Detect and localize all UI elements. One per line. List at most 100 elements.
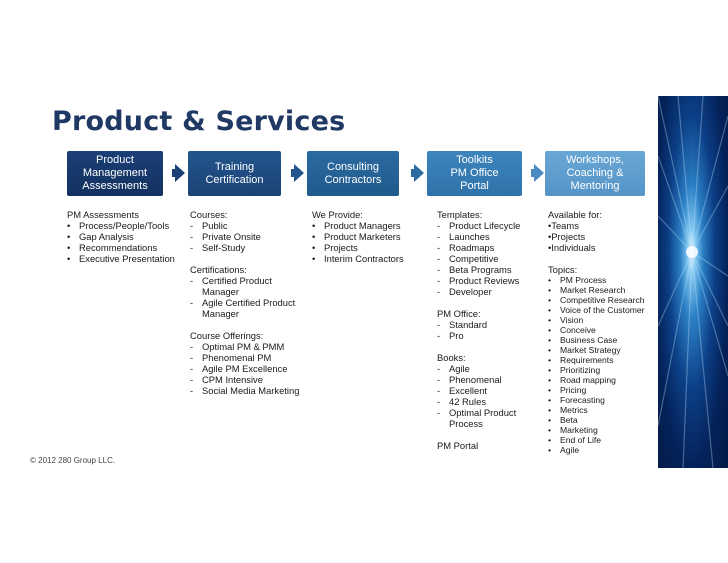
light-burst-decoration bbox=[658, 96, 728, 468]
list-item: •Business Case bbox=[548, 335, 658, 345]
list-item-text: Beta bbox=[560, 415, 578, 425]
list-item-text: Agile bbox=[449, 363, 470, 374]
list-item-text: Interim Contractors bbox=[324, 253, 404, 264]
bullet-icon: • bbox=[548, 375, 551, 385]
dash-marker: - bbox=[190, 352, 193, 363]
list-item: -Product Lifecycle bbox=[437, 220, 542, 231]
list-item: •Vision bbox=[548, 315, 658, 325]
list-item: -Roadmaps bbox=[437, 242, 542, 253]
list-item: -Excellent bbox=[437, 385, 542, 396]
list-item-text: Market Strategy bbox=[560, 345, 621, 355]
bullet-icon: • bbox=[548, 325, 551, 335]
dash-marker: - bbox=[190, 231, 193, 242]
bullet-icon: • bbox=[548, 275, 551, 285]
list-item: -Pro bbox=[437, 330, 542, 341]
bullet-icon: • bbox=[548, 345, 551, 355]
dash-marker: - bbox=[437, 231, 440, 242]
list-item-text: Process/People/Tools bbox=[79, 220, 169, 231]
bullet-icon: • bbox=[312, 253, 315, 264]
list-item-text: Agile PM Excellence bbox=[202, 363, 287, 374]
list-item-text: Road mapping bbox=[560, 375, 616, 385]
list-item-text: •Individuals bbox=[548, 242, 596, 253]
list-item-text: Roadmaps bbox=[449, 242, 494, 253]
list-item-text: •Teams bbox=[548, 220, 579, 231]
arrow-right-icon bbox=[414, 164, 424, 182]
list-item-text: Pro bbox=[449, 330, 464, 341]
list-item-text: Self-Study bbox=[202, 242, 245, 253]
list-item: •Projects bbox=[312, 242, 424, 253]
list-item: •Pricing bbox=[548, 385, 658, 395]
list-item-text: CPM Intensive bbox=[202, 374, 263, 385]
list-item: •Product Managers bbox=[312, 220, 424, 231]
column-heading: Courses: bbox=[190, 209, 308, 220]
list-item: -Launches bbox=[437, 231, 542, 242]
dash-marker: - bbox=[190, 297, 193, 308]
bullet-icon: • bbox=[548, 355, 551, 365]
list-item: -Agile PM Excellence bbox=[190, 363, 308, 374]
list-item: •Executive Presentation bbox=[67, 253, 179, 264]
section-heading: Topics: bbox=[548, 264, 658, 275]
list-item-text: Prioritizing bbox=[560, 365, 600, 375]
list-item: •Prioritizing bbox=[548, 365, 658, 375]
list-item-text: End of Life bbox=[560, 435, 601, 445]
dash-marker: - bbox=[190, 374, 193, 385]
list-item: • Voice of the Customer bbox=[548, 305, 658, 315]
list-item: •Competitive Research bbox=[548, 295, 658, 305]
list-item: -Developer bbox=[437, 286, 542, 297]
bullet-icon: • bbox=[548, 335, 551, 345]
box-workshops: Workshops, Coaching & Mentoring bbox=[545, 151, 645, 196]
list-item-text: Product Lifecycle bbox=[449, 220, 520, 231]
dash-marker: - bbox=[437, 407, 440, 418]
dash-marker: - bbox=[190, 363, 193, 374]
bullet-icon: • bbox=[67, 220, 70, 231]
dash-marker: - bbox=[190, 242, 193, 253]
bullet-icon: • bbox=[548, 305, 551, 315]
list-item: -Optimal Product Process bbox=[437, 407, 542, 429]
bullet-icon: • bbox=[548, 295, 551, 305]
column-heading: We Provide: bbox=[312, 209, 424, 220]
dash-marker: - bbox=[437, 220, 440, 231]
list-item-text: Conceive bbox=[560, 325, 596, 335]
list-item: •Marketing bbox=[548, 425, 658, 435]
list-item-text: Public bbox=[202, 220, 228, 231]
dash-marker: - bbox=[437, 396, 440, 407]
column-toolkits: Templates: -Product Lifecycle-Launches-R… bbox=[437, 209, 542, 451]
dash-marker: - bbox=[190, 341, 193, 352]
list-item-text: 42 Rules bbox=[449, 396, 486, 407]
list-item: •Requirements bbox=[548, 355, 658, 365]
dash-marker: - bbox=[437, 275, 440, 286]
list-item: -Product Reviews bbox=[437, 275, 542, 286]
page-title: Product & Services bbox=[52, 106, 345, 137]
list-item-text: Phenomenal bbox=[449, 374, 502, 385]
list-item: •Projects bbox=[548, 231, 658, 242]
section-heading: PM Office: bbox=[437, 308, 542, 319]
list-item-text: Developer bbox=[449, 286, 492, 297]
list-item-text: Certified Product Manager bbox=[202, 275, 272, 297]
list-item-text: Voice of the Customer bbox=[560, 305, 645, 315]
dash-marker: - bbox=[437, 374, 440, 385]
bullet-icon: • bbox=[67, 231, 70, 242]
bullet-icon: • bbox=[548, 415, 551, 425]
list-item-text: •Projects bbox=[548, 231, 585, 242]
dash-marker: - bbox=[437, 319, 440, 330]
column-consulting: We Provide: •Product Managers•Product Ma… bbox=[312, 209, 424, 264]
arrow-right-icon bbox=[175, 164, 185, 182]
list-item-text: Standard bbox=[449, 319, 487, 330]
list-item: •Forecasting bbox=[548, 395, 658, 405]
box-assessments: Product Management Assessments bbox=[67, 151, 163, 196]
column-heading: Available for: bbox=[548, 209, 658, 220]
list-item: • Beta bbox=[548, 415, 658, 425]
bullet-icon: • bbox=[312, 220, 315, 231]
section-heading: Books: bbox=[437, 352, 542, 363]
list-item-text: Marketing bbox=[560, 425, 598, 435]
column-training: Courses: -Public-Private Onsite-Self-Stu… bbox=[190, 209, 308, 396]
list-item-text: PM Process bbox=[560, 275, 606, 285]
column-workshops: Available for: •Teams•Projects•Individua… bbox=[548, 209, 658, 455]
list-item-text: Metrics bbox=[560, 405, 588, 415]
list-item: -Self-Study bbox=[190, 242, 308, 253]
list-item-text: Social Media Marketing bbox=[202, 385, 299, 396]
section-heading: Certifications: bbox=[190, 264, 308, 275]
section-heading: Course Offerings: bbox=[190, 330, 308, 341]
list-item: • PM Process bbox=[548, 275, 658, 285]
arrow-right-icon bbox=[294, 164, 304, 182]
